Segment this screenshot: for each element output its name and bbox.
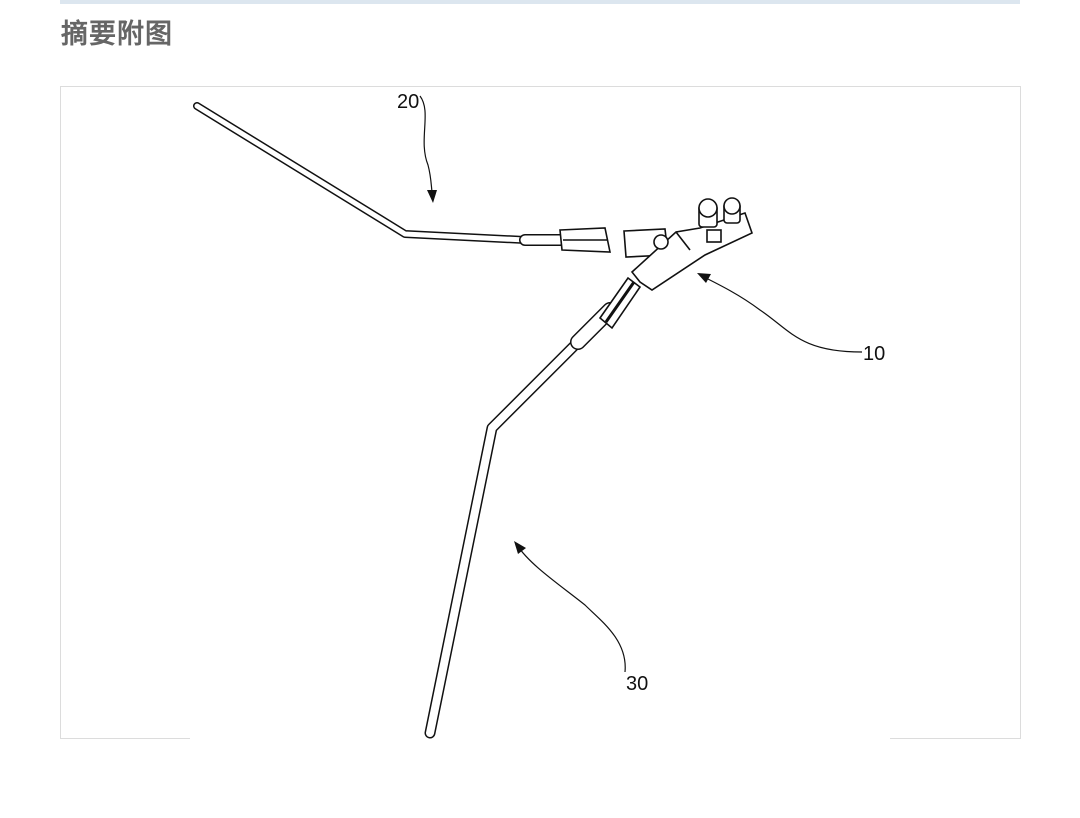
- page-title: 摘要附图: [61, 19, 173, 50]
- main-body: [559, 197, 753, 330]
- label-20: 20: [397, 91, 419, 113]
- label-30: 30: [626, 673, 648, 695]
- upper-arm-tube: [193, 102, 529, 244]
- label-10: 10: [863, 343, 885, 365]
- leader-30: [516, 544, 626, 673]
- top-accent-bar: [60, 0, 1020, 4]
- leader-20: [419, 95, 434, 199]
- lower-arm-tube: [424, 334, 586, 739]
- leader-10: [699, 274, 863, 353]
